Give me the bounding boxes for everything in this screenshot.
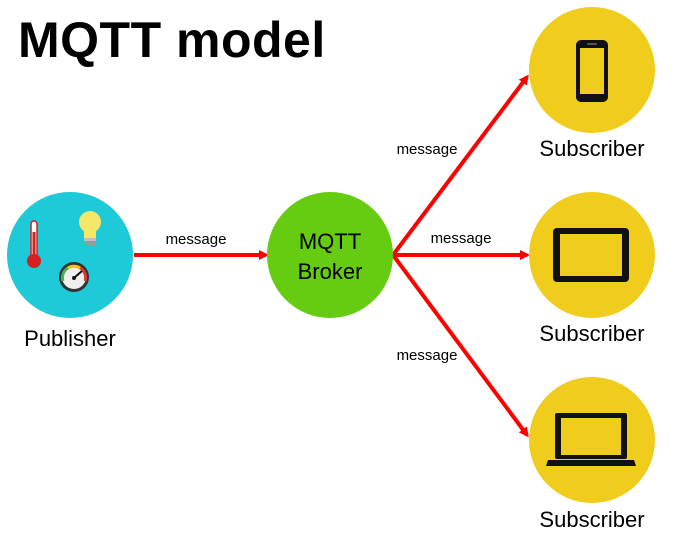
message-label-to-subscriber-top: message — [396, 141, 458, 158]
broker-label-line1: MQTT — [298, 229, 362, 254]
publisher-label: Publisher — [24, 326, 116, 351]
arrow-broker-to-subscriber-top — [391, 74, 529, 257]
publisher-node — [7, 192, 133, 318]
broker-label: MQTT Broker — [298, 227, 363, 287]
broker-node — [267, 192, 393, 318]
subscriber-label-top: Subscriber — [539, 136, 645, 161]
subscriber-label-middle: Subscriber — [539, 321, 645, 346]
message-label-to-subscriber-bottom: message — [396, 347, 458, 364]
light-bulb-icon — [79, 211, 101, 245]
subscriber-label-bottom: Subscriber — [539, 507, 645, 532]
message-label-to-subscriber-middle: message — [430, 230, 492, 247]
tablet-icon — [553, 228, 629, 282]
thermometer-icon — [27, 220, 41, 268]
smartphone-icon — [576, 40, 608, 102]
gauge-icon — [59, 262, 89, 292]
message-label-publisher-to-broker: message — [165, 231, 227, 248]
diagram-title: MQTT model — [18, 12, 326, 68]
laptop-icon — [546, 413, 636, 466]
arrow-broker-to-subscriber-bottom — [391, 253, 529, 438]
broker-label-line2: Broker — [297, 259, 363, 284]
